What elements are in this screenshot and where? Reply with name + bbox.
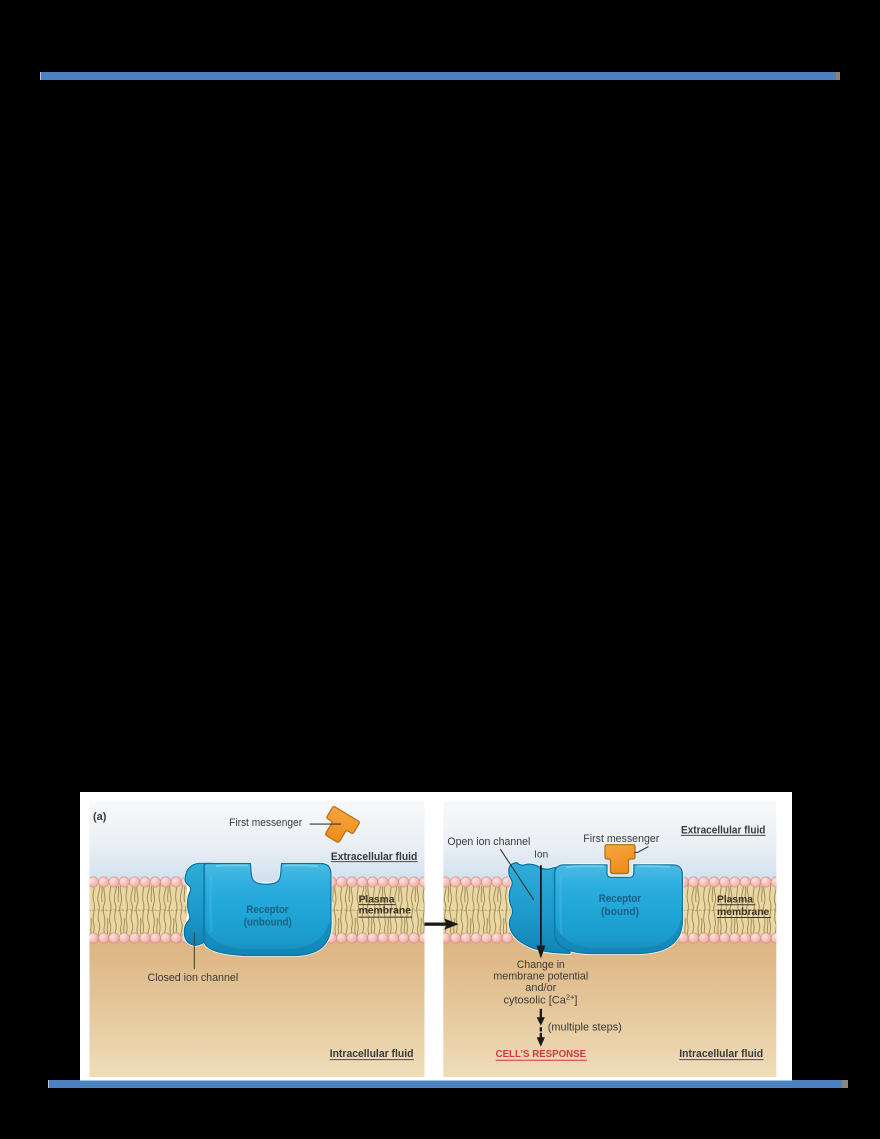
svg-text:membrane: membrane xyxy=(359,905,412,916)
svg-text:membrane potential: membrane potential xyxy=(493,970,588,982)
svg-text:CELL’S RESPONSE: CELL’S RESPONSE xyxy=(496,1048,586,1060)
svg-text:cytosolic [Ca2+]: cytosolic [Ca2+] xyxy=(504,992,578,1006)
svg-text:Plasma: Plasma xyxy=(359,894,395,905)
svg-text:Ion: Ion xyxy=(534,849,548,860)
svg-text:First messenger: First messenger xyxy=(583,832,659,844)
svg-text:Receptor: Receptor xyxy=(599,893,642,905)
svg-text:(bound): (bound) xyxy=(601,905,639,917)
svg-text:Change in: Change in xyxy=(517,959,565,971)
svg-text:Extracellular fluid: Extracellular fluid xyxy=(331,851,417,863)
svg-text:Open ion channel: Open ion channel xyxy=(447,835,530,847)
svg-text:Closed ion channel: Closed ion channel xyxy=(148,972,239,984)
svg-text:(a): (a) xyxy=(93,810,107,822)
svg-text:and/or: and/or xyxy=(525,982,556,994)
svg-text:(unbound): (unbound) xyxy=(244,916,292,928)
svg-text:Extracellular fluid: Extracellular fluid xyxy=(681,824,765,836)
svg-text:membrane: membrane xyxy=(717,907,770,918)
svg-text:(multiple steps): (multiple steps) xyxy=(548,1021,622,1033)
svg-text:Receptor: Receptor xyxy=(246,904,289,916)
svg-text:Intracellular fluid: Intracellular fluid xyxy=(330,1048,414,1060)
svg-text:Intracellular fluid: Intracellular fluid xyxy=(679,1048,763,1060)
svg-text:Plasma: Plasma xyxy=(717,894,753,905)
svg-text:First messenger: First messenger xyxy=(229,817,302,829)
